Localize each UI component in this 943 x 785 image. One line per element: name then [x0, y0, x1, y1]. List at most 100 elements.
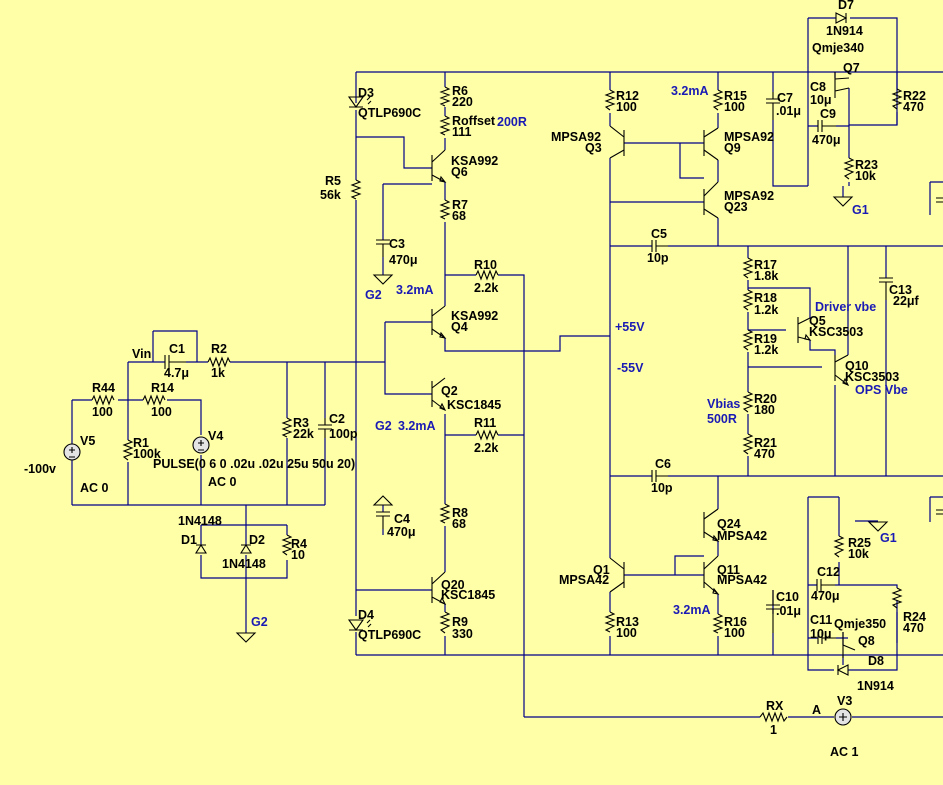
label-q5-model: KSC3503 — [809, 325, 863, 339]
label-r20-ref: R20 — [754, 392, 777, 406]
label-d8-value: 1N914 — [857, 679, 894, 693]
label-d4-value: QTLP690C — [358, 628, 421, 642]
label-r17-value: 1.8k — [754, 269, 778, 283]
label-r1-value: 100k — [133, 447, 161, 461]
label-q24-model: MPSA42 — [717, 529, 767, 543]
ground-icon-g1-top — [832, 196, 854, 207]
label-q8-model: Qmje350 — [834, 617, 886, 631]
label-r5-ref: R5 — [325, 174, 341, 188]
wires — [71, 17, 943, 718]
label-r14-value: 100 — [151, 405, 172, 419]
label-v4-value: PULSE(0 6 0 .02u .02u 25u 50u 20) — [153, 457, 355, 471]
label-c2-ref: C2 — [329, 412, 345, 426]
label-v5-ac: AC 0 — [80, 481, 109, 495]
annotation-current-top: 3.2mA — [671, 84, 709, 98]
label-v4-ac: AC 0 — [208, 475, 237, 489]
label-q6-model: KSA992 — [451, 154, 498, 168]
label-q5-ref: Q5 — [809, 314, 826, 328]
label-roffset-ref: Roffset — [452, 114, 496, 128]
label-g2-c3: G2 — [365, 288, 382, 302]
node-label-a: A — [812, 703, 821, 717]
capacitor-icon — [376, 239, 390, 529]
label-r22-value: 470 — [903, 100, 924, 114]
label-q20-ref: Q20 — [441, 578, 465, 592]
diode-icon — [195, 96, 365, 631]
label-c7-ref: C7 — [777, 91, 793, 105]
label-r10-value: 2.2k — [474, 281, 498, 295]
label-c12-value: 470μ — [811, 589, 840, 603]
ground-icon-g2-c3 — [372, 274, 394, 285]
label-d4-ref: D4 — [358, 608, 374, 622]
label-c4-ref: C4 — [394, 512, 410, 526]
resistors — [91, 86, 903, 723]
supply-icon-c4 — [372, 495, 394, 506]
label-r15-value: 100 — [724, 100, 745, 114]
label-r22-ref: R22 — [903, 89, 926, 103]
label-r16-ref: R16 — [724, 615, 747, 629]
label-q1-model: MPSA42 — [559, 573, 609, 587]
capacitors — [164, 92, 943, 644]
label-c8-value: 10μ — [810, 93, 832, 107]
label-v5-value: -100v — [24, 462, 56, 476]
label-c1-ref: C1 — [169, 342, 185, 356]
label-r8-value: 68 — [452, 517, 466, 531]
label-roffset-value: 111 — [452, 125, 472, 139]
label-q11-ref: Q11 — [717, 563, 740, 577]
label-c10-value: .01μ — [776, 604, 801, 618]
label-r13-ref: R13 — [616, 615, 639, 629]
label-c1-value: 4.7μ — [164, 366, 189, 380]
label-q3-model: MPSA92 — [551, 130, 601, 144]
annotation-500r: 500R — [707, 412, 737, 426]
annotations: 200R 3.2mA G1 G2 3.2mA Driver vbe +55V -… — [132, 84, 908, 717]
label-r6-value: 220 — [452, 95, 473, 109]
label-v4-ref: V4 — [208, 429, 223, 443]
label-r44-value: 100 — [92, 405, 113, 419]
ground-icon-g1-bottom — [867, 521, 889, 532]
label-q10-ref: Q10 — [845, 359, 869, 373]
resistor-icon — [350, 86, 451, 634]
label-r18-value: 1.2k — [754, 303, 778, 317]
annotation-200r: 200R — [497, 115, 527, 129]
label-r14-ref: R14 — [151, 381, 174, 395]
label-r19-value: 1.2k — [754, 343, 778, 357]
sources — [63, 436, 852, 726]
label-r7-value: 68 — [452, 209, 466, 223]
label-minus-55v: -55V — [617, 361, 644, 375]
label-q4-ref: Q4 — [451, 320, 468, 334]
label-r2-value: 1k — [211, 366, 225, 380]
node-label-vin: Vin — [132, 347, 151, 361]
label-r23-value: 10k — [855, 169, 876, 183]
label-c2-value: 100p — [329, 427, 358, 441]
label-c11-ref: C11 — [810, 613, 832, 627]
label-r8-ref: R8 — [452, 506, 468, 520]
label-q2-model: KSC1845 — [447, 398, 501, 412]
label-c9-ref: C9 — [820, 107, 836, 121]
label-c11-value: 10μ — [810, 627, 832, 641]
label-r3-value: 22k — [293, 427, 314, 441]
label-q4-model: KSA992 — [451, 309, 498, 323]
label-d1-model: 1N4148 — [178, 514, 222, 528]
label-q2-ref: Q2 — [441, 384, 458, 398]
label-r20-value: 180 — [754, 403, 775, 417]
supply-symbols — [235, 196, 889, 643]
label-r16-value: 100 — [724, 626, 745, 640]
label-c5-value: 10p — [647, 251, 669, 265]
label-plus-55v: +55V — [615, 320, 645, 334]
label-r12-ref: R12 — [616, 89, 639, 103]
annotation-driver-vbe: Driver vbe — [815, 300, 876, 314]
label-d2-ref: D2 — [249, 533, 265, 547]
label-r4-value: 10 — [291, 548, 305, 562]
label-c5-ref: C5 — [651, 227, 667, 241]
label-c7-value: .01μ — [776, 104, 801, 118]
label-r24-value: 470 — [903, 621, 924, 635]
diodes — [195, 12, 849, 676]
label-r19-ref: R19 — [754, 332, 777, 346]
label-v5-ref: V5 — [80, 434, 95, 448]
label-r11-value: 2.2k — [474, 441, 498, 455]
label-v3-ref: V3 — [837, 694, 852, 708]
label-r21-ref: R21 — [754, 436, 777, 450]
label-c3-value: 470μ — [389, 253, 418, 267]
ground-icon-g2-bottom — [235, 632, 257, 643]
label-d1-ref: D1 — [181, 533, 197, 547]
